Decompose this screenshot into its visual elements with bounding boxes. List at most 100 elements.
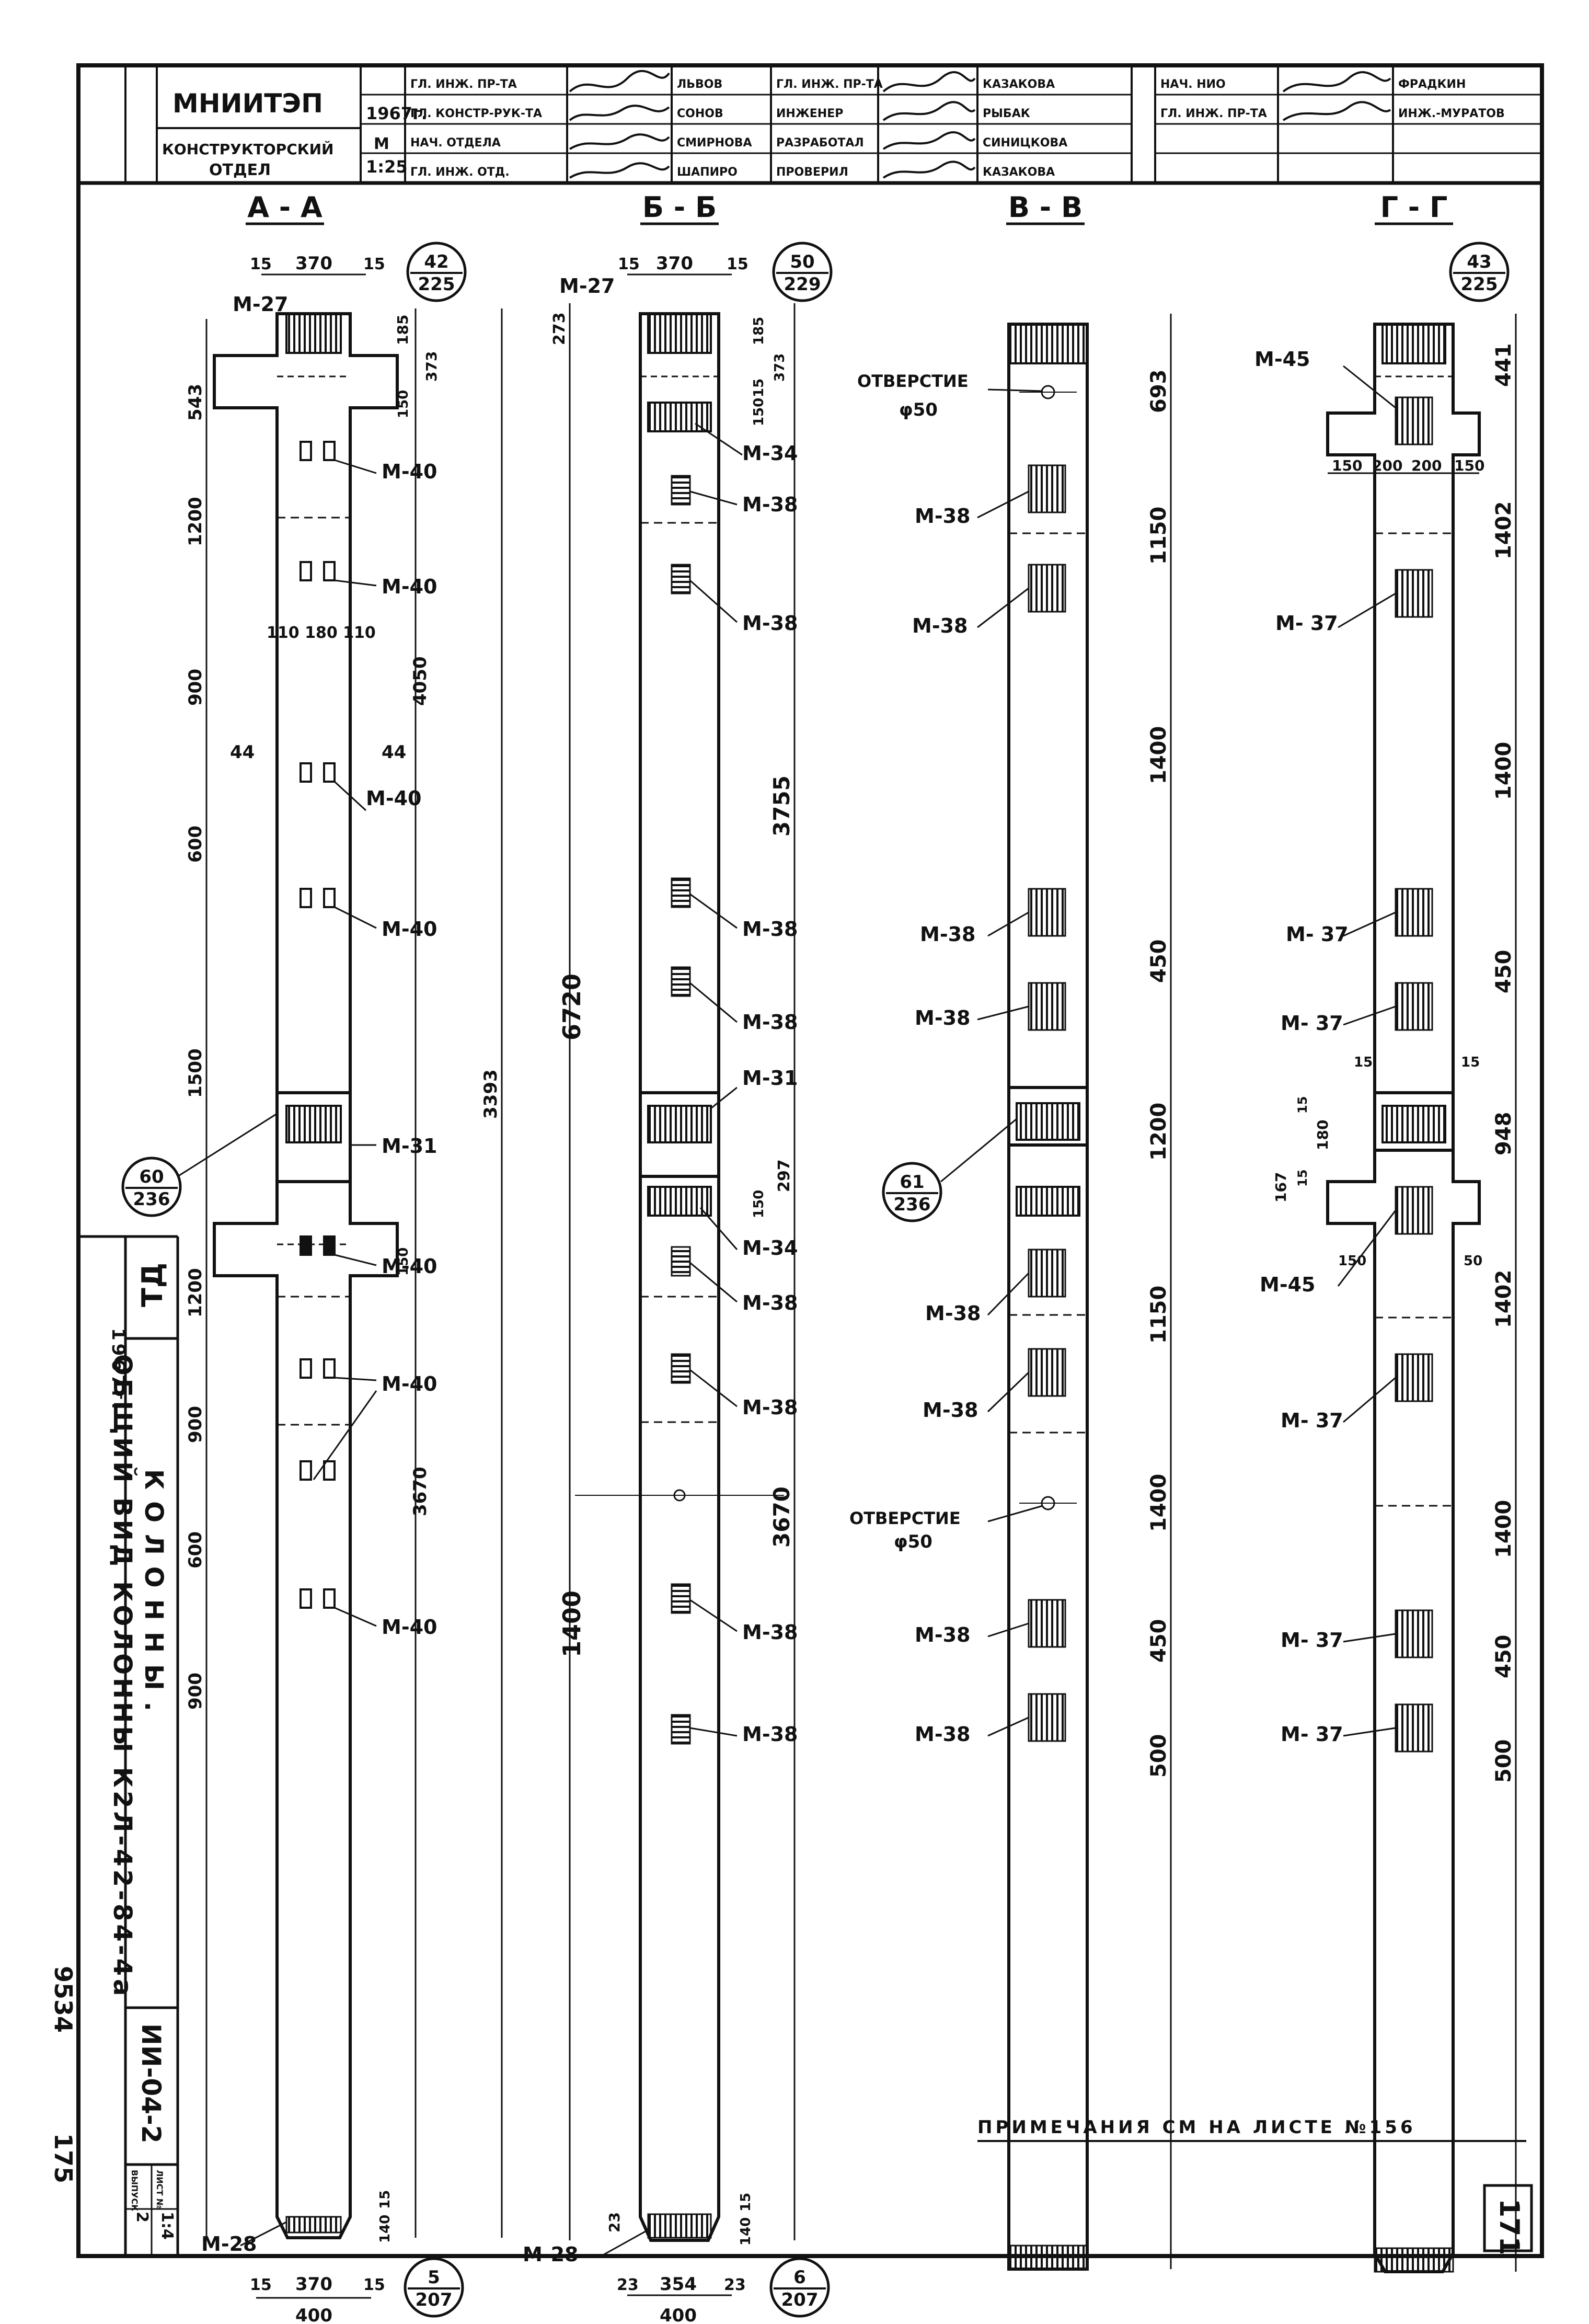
callout-61-236: 61 236 <box>882 1118 1017 1222</box>
svg-text:60: 60 <box>139 1166 164 1187</box>
dim-aa-rt0: 185 <box>394 315 411 345</box>
tb-name-a4: ШАПИРО <box>677 166 738 179</box>
side-sheet: 1:4 <box>158 2212 176 2240</box>
dim-bb-width: 400 <box>660 2305 697 2324</box>
dim-aa-l4: 1500 <box>185 1048 206 1098</box>
svg-text:225: 225 <box>1461 274 1498 295</box>
dim-bb-t2: 15 <box>727 255 749 273</box>
dim-vv-r1: 1150 <box>1147 507 1171 565</box>
svg-text:225: 225 <box>418 274 455 295</box>
tb-name-c2: ИНЖ.-МУРАТОВ <box>1398 107 1505 120</box>
dim-bb-t0: 15 <box>618 255 640 273</box>
m38-label-bb-4: М-38 <box>742 1011 798 1034</box>
signature-3 <box>569 133 670 150</box>
m40-label-aa-1: М-40 <box>382 460 437 483</box>
m37-label-gg-1: М- 37 <box>1275 612 1338 635</box>
tb-role-2: ГЛ. КОНСТР-РУК-ТА <box>410 107 542 120</box>
column-aa-outline <box>213 312 399 1094</box>
tb-name-b1: КАЗАКОВА <box>983 78 1055 91</box>
dim-bb-l1: 6720 <box>558 974 586 1040</box>
m37-label-gg-2: М- 37 <box>1286 923 1349 946</box>
m40-label-aa-6: М-40 <box>382 1372 437 1395</box>
sheet-frame <box>76 63 1544 2258</box>
dim-gg-m3: 150 <box>1454 457 1484 474</box>
m40-label-aa-7: М-40 <box>382 1616 437 1639</box>
dim-aa-l7: 600 <box>185 1531 206 1569</box>
section-vv-title: В - В <box>1008 191 1083 224</box>
dept-line2: ОТДЕЛ <box>209 161 271 179</box>
dim-gg-s0: 15 <box>1354 1055 1373 1070</box>
archive-number-2: 175 <box>49 2133 77 2183</box>
tb-role-b4: ПРОВЕРИЛ <box>776 166 848 179</box>
dim-aa-l5: 1200 <box>185 1268 206 1318</box>
dim-aa-m0: 4050 <box>410 656 431 706</box>
dim-aa-holes: 110 180 110 <box>267 624 376 642</box>
callout-5-207: 5 207 <box>404 2257 464 2318</box>
tb-role-b2: ИНЖЕНЕР <box>776 107 843 120</box>
tb-role-b3: РАЗРАБОТАЛ <box>776 136 864 150</box>
signature-1 <box>569 70 670 93</box>
tb-role-4: ГЛ. ИНЖ. ОТД. <box>410 166 510 179</box>
tb-name-a1: ЛЬВОВ <box>677 78 722 91</box>
title-block: МНИИТЭП КОНСТРУКТОРСКИЙ ОТДЕЛ 1967г. М 1… <box>76 63 1544 185</box>
dim-aa-l2: 900 <box>185 669 206 706</box>
tb-role-b1: ГЛ. ИНЖ. ПР-ТА <box>776 78 883 91</box>
dim-aa-t2: 15 <box>363 255 385 273</box>
m34-label-bb-1: М-34 <box>742 442 798 465</box>
m27-label-bb: М-27 <box>559 274 615 297</box>
dim-bb-r2: 3670 <box>769 1486 794 1548</box>
side-issue-label: ВЫПУСК <box>130 2170 140 2211</box>
dim-gg-r3: 450 <box>1492 950 1516 994</box>
signature-6 <box>882 101 976 121</box>
m38-label-vv-5: М-38 <box>925 1302 981 1325</box>
m38-label-vv-3: М-38 <box>920 923 975 946</box>
m38-plates-bb <box>671 475 691 1745</box>
dim-aa-sec-r: 44 <box>382 742 406 763</box>
dim-aa-width: 400 <box>295 2305 332 2324</box>
svg-text:207: 207 <box>416 2289 453 2310</box>
m37-label-gg-3: М- 37 <box>1281 1012 1343 1035</box>
m27-label-aa: М-27 <box>233 293 288 316</box>
m38-plates-vv <box>1028 464 1066 1742</box>
dim-vv-r5: 1150 <box>1147 1286 1171 1344</box>
dim-aa-b0: 15 <box>250 2276 272 2294</box>
dim-bb-b1: 354 <box>660 2274 697 2295</box>
section-aa-title: А - А <box>247 191 323 224</box>
svg-text:207: 207 <box>781 2289 819 2310</box>
tb-role-c1: НАЧ. НИО <box>1160 78 1226 91</box>
hole-dia-vv-1: φ50 <box>899 399 938 420</box>
tb-role-1: ГЛ. ИНЖ. ПР-ТА <box>410 78 517 91</box>
m37-plates-gg <box>1395 396 1433 1753</box>
dept-line1: КОНСТРУКТОРСКИЙ <box>162 140 334 158</box>
section-bb-title: Б - Б <box>642 191 717 224</box>
m40-label-aa-4: М-40 <box>382 918 437 941</box>
m37-label-gg-6: М- 37 <box>1281 1723 1343 1746</box>
signature-4 <box>569 162 670 179</box>
side-title-sub: КОЛОННЫ. <box>139 1469 168 1723</box>
dim-bb-r4: 150 <box>751 1190 767 1218</box>
dim-gg-r6: 1400 <box>1492 1500 1516 1558</box>
m38-label-bb-1: М-38 <box>742 493 798 516</box>
svg-text:42: 42 <box>424 251 448 272</box>
dim-bb-r6: 15 <box>738 2193 754 2212</box>
dim-gg-s2: 15 <box>1295 1096 1310 1114</box>
m37-label-gg-5: М- 37 <box>1281 1629 1343 1652</box>
m28-label-aa: М-28 <box>201 2233 257 2256</box>
dim-bb-rt2: 15 <box>751 379 767 397</box>
dim-aa-l6: 900 <box>185 1406 206 1443</box>
dim-bb-t1: 370 <box>656 253 693 274</box>
m37-label-gg-4: М- 37 <box>1281 1409 1343 1432</box>
dim-bb-rt0: 185 <box>751 317 767 345</box>
m38-label-vv-8: М-38 <box>915 1723 970 1746</box>
tb-name-c1: ФРАДКИН <box>1398 78 1466 91</box>
m38-label-vv-2: М-38 <box>912 614 968 637</box>
dim-aa-m1: 3393 <box>480 1069 501 1119</box>
org-name: МНИИТЭП <box>172 88 323 119</box>
svg-text:5: 5 <box>428 2267 440 2288</box>
tb-name-a3: СМИРНОВА <box>677 136 752 150</box>
side-series: ИИ-04-2 <box>136 2023 166 2144</box>
m38-label-bb-8: М-38 <box>742 1723 798 1746</box>
svg-text:50: 50 <box>790 251 814 272</box>
dim-bb-r0: 3755 <box>769 775 794 837</box>
m40-label-aa-2: М-40 <box>382 575 437 598</box>
